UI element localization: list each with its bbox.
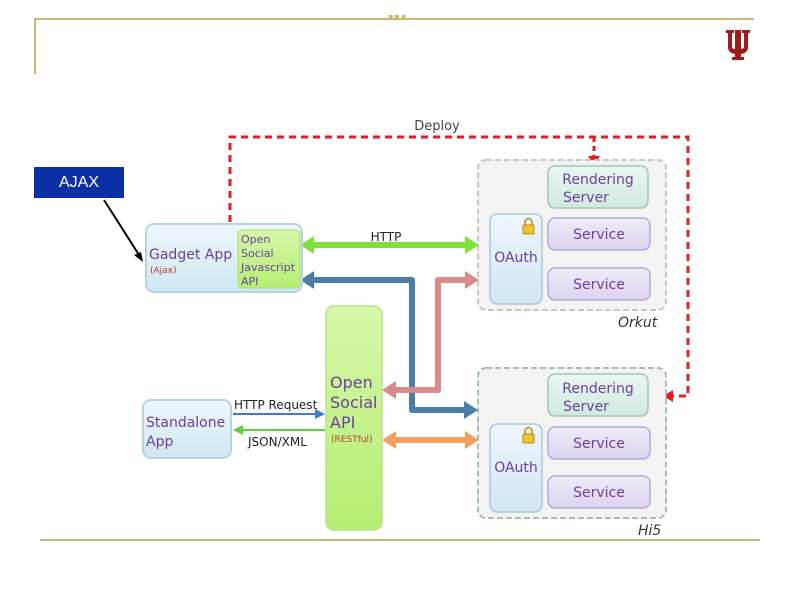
hi5-name: Hi5 <box>638 523 661 539</box>
orkut-oauth <box>489 213 543 305</box>
http-request-arrow <box>233 409 325 419</box>
deploy-label: Deploy <box>414 119 460 134</box>
hi5-rendering-label-1: Rendering <box>562 381 634 397</box>
lock-icon <box>522 217 535 235</box>
orkut-service-2 <box>547 267 651 301</box>
opensocial-api-line-3: API <box>330 413 355 432</box>
http-label: HTTP <box>371 230 402 244</box>
orkut-container: Rendering Server Service Service OAuth <box>477 159 667 311</box>
hi5-service-1-label: Service <box>573 436 625 452</box>
opensocial-js-line-2: Social <box>241 247 274 260</box>
opensocial-api-line-2: Social <box>330 393 377 412</box>
hi5-service-2 <box>547 475 651 509</box>
hi5-container: Rendering Server Service Service OAuth <box>477 367 667 519</box>
opensocial-js-line-1: Open <box>241 233 270 246</box>
orkut-service-1-label: Service <box>573 227 625 243</box>
http-request-label: HTTP Request <box>234 398 318 412</box>
trident-icon <box>726 30 750 60</box>
ajax-pointer-arrow <box>103 199 143 262</box>
hi5-oauth <box>489 423 543 513</box>
slide-left-rule <box>34 18 36 74</box>
hi5-oauth-label: OAuth <box>494 460 538 476</box>
json-xml-label: JSON/XML <box>247 435 307 449</box>
hi5-rendering-label-2: Server <box>563 399 609 415</box>
ajax-label: AJAX <box>34 167 124 198</box>
gadget-app-box: Gadget App (Ajax) Open Social Javascript… <box>145 223 303 293</box>
lock-icon <box>522 426 535 444</box>
standalone-app-box: Standalone App <box>142 399 232 459</box>
opensocial-api-box: Open Social API (RESTful) <box>325 305 383 531</box>
opensocial-js-api <box>237 229 301 289</box>
http-arrow <box>300 236 479 254</box>
orkut-rendering-label-1: Rendering <box>562 172 634 188</box>
orkut-rendering-server <box>547 165 649 209</box>
hi5-rendering-server <box>547 373 649 417</box>
gadget-app-subtitle: (Ajax) <box>150 266 177 276</box>
api-orkut-arrow <box>382 271 479 399</box>
slide-top-tick: ▪▪▪ <box>388 12 408 21</box>
standalone-app-line-1: Standalone <box>146 415 225 431</box>
slide-top-rule <box>34 18 754 20</box>
standalone-app-line-2: App <box>146 434 173 450</box>
orkut-service-1 <box>547 217 651 251</box>
opensocial-js-line-3: Javascript <box>240 261 296 274</box>
hi5-service-2-label: Service <box>573 485 625 501</box>
opensocial-api-line-4: (RESTful) <box>331 435 373 445</box>
opensocial-js-line-4: API <box>241 275 258 288</box>
orkut-service-2-label: Service <box>573 277 625 293</box>
hi5-service-1 <box>547 426 651 460</box>
gadget-app-title: Gadget App <box>149 247 232 263</box>
slide-bottom-rule <box>40 539 760 541</box>
api-hi5-arrow <box>382 431 479 449</box>
orkut-rendering-label-2: Server <box>563 190 609 206</box>
gadget-hi5-arrow <box>300 271 478 419</box>
orkut-oauth-label: OAuth <box>494 250 538 266</box>
opensocial-api-line-1: Open <box>330 373 373 392</box>
json-xml-arrow <box>233 425 325 435</box>
orkut-name: Orkut <box>618 315 658 331</box>
